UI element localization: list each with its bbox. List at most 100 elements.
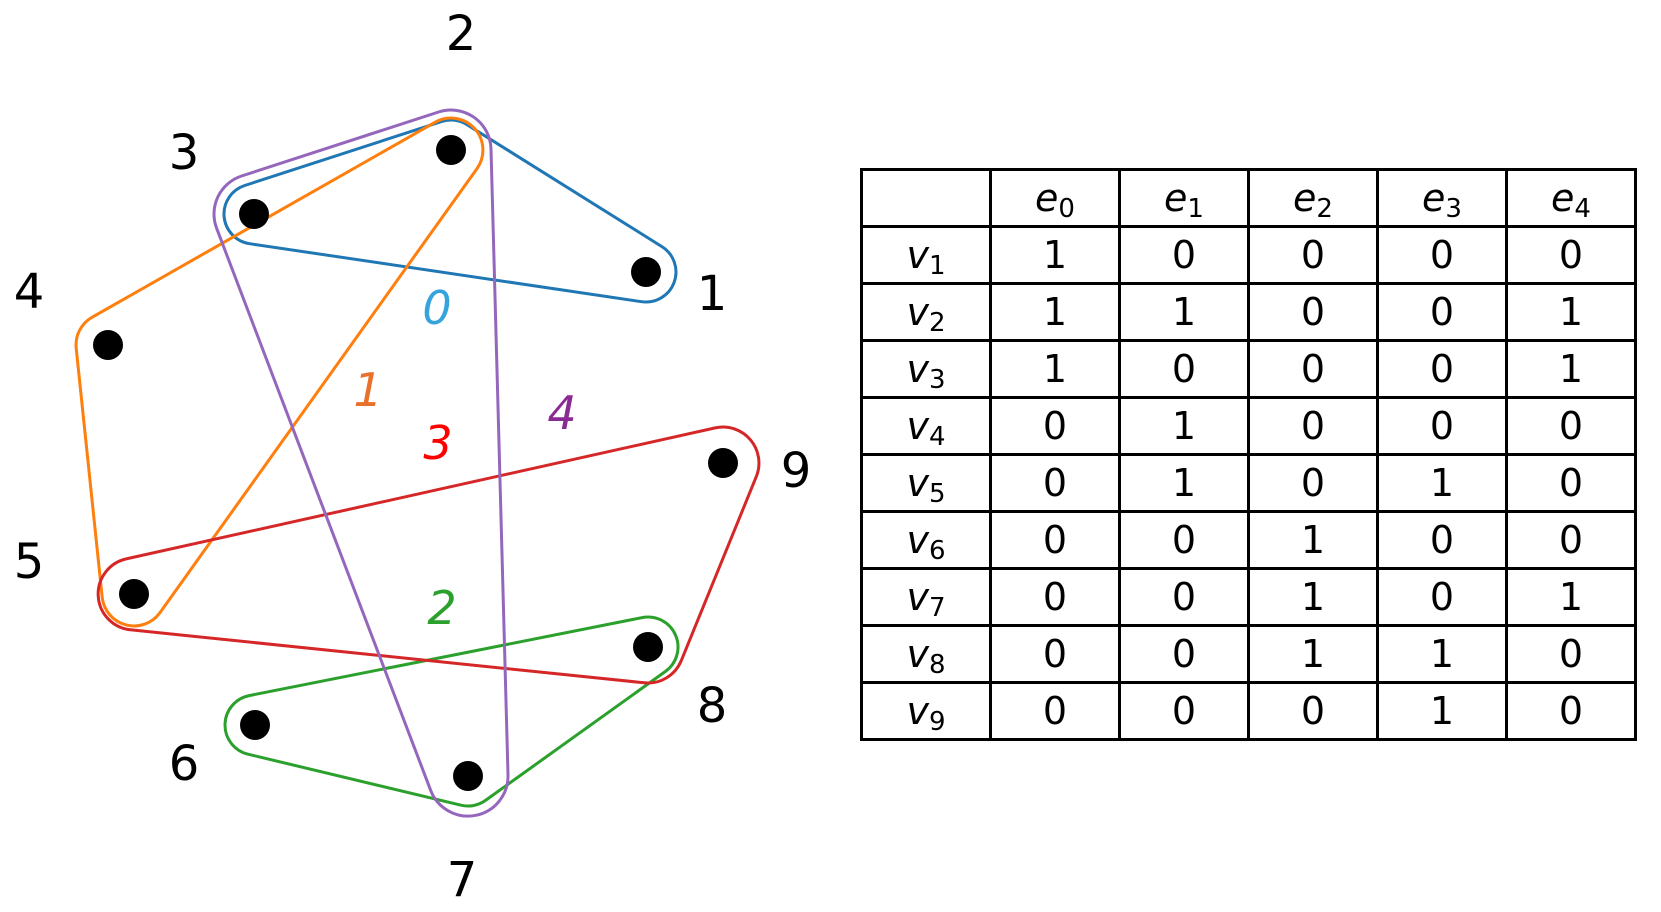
incidence-cell-v9-e0: 0: [989, 681, 1121, 741]
incidence-cell-v2-e0: 1: [989, 282, 1121, 342]
incidence-cell-v4-e3: 0: [1376, 396, 1508, 456]
hyperedge-2-outline: [223, 615, 680, 808]
row-header-v8-symbol: v8: [906, 632, 946, 680]
incidence-cell-v2-e2: 0: [1247, 282, 1379, 342]
row-header-v1-symbol: v1: [906, 233, 946, 281]
incidence-cell-v5-e4: 0: [1505, 453, 1637, 513]
row-header-v9: v9: [860, 681, 992, 741]
column-header-e4: e4: [1505, 168, 1637, 228]
incidence-cell-v9-e2: 0: [1247, 681, 1379, 741]
row-header-v9-symbol: v9: [906, 689, 946, 737]
vertex-8-label: 8: [697, 678, 728, 734]
incidence-cell-v4-e2: 0: [1247, 396, 1379, 456]
row-header-v3-symbol: v3: [906, 347, 946, 395]
incidence-cell-v2-e4: 1: [1505, 282, 1637, 342]
incidence-cell-v8-e3: 1: [1376, 624, 1508, 684]
row-header-v7-symbol: v7: [906, 575, 946, 623]
incidence-cell-v3-e3: 0: [1376, 339, 1508, 399]
incidence-cell-v6-e4: 0: [1505, 510, 1637, 570]
incidence-cell-v8-e4: 0: [1505, 624, 1637, 684]
hyperedge-4-label: 4: [547, 386, 576, 440]
incidence-cell-v6-e1: 0: [1118, 510, 1250, 570]
incidence-cell-v4-e4: 0: [1505, 396, 1637, 456]
row-header-v4-symbol: v4: [906, 404, 946, 452]
vertex-1-label: 1: [697, 266, 728, 322]
vertex-3-label: 3: [169, 125, 200, 181]
hyperedge-2-label: 2: [427, 581, 456, 635]
incidence-cell-v5-e3: 1: [1376, 453, 1508, 513]
vertex-6-dot: [240, 710, 270, 740]
incidence-cell-v7-e3: 0: [1376, 567, 1508, 627]
incidence-cell-v7-e1: 0: [1118, 567, 1250, 627]
row-header-v2: v2: [860, 282, 992, 342]
vertex-2-dot: [436, 135, 466, 165]
incidence-cell-v6-e3: 0: [1376, 510, 1508, 570]
incidence-cell-v4-e1: 1: [1118, 396, 1250, 456]
vertex-1-dot: [631, 257, 661, 287]
incidence-cell-v4-e0: 0: [989, 396, 1121, 456]
incidence-cell-v6-e2: 1: [1247, 510, 1379, 570]
incidence-cell-v5-e2: 0: [1247, 453, 1379, 513]
row-header-v3: v3: [860, 339, 992, 399]
hyperedge-1-label: 1: [353, 363, 382, 417]
row-header-v4: v4: [860, 396, 992, 456]
incidence-cell-v1-e0: 1: [989, 225, 1121, 285]
table-header-row: e0 e1 e2 e3 e4: [860, 168, 1637, 228]
incidence-cell-v8-e2: 1: [1247, 624, 1379, 684]
incidence-cell-v2-e3: 0: [1376, 282, 1508, 342]
vertex-4-dot: [93, 330, 123, 360]
incidence-cell-v3-e0: 1: [989, 339, 1121, 399]
incidence-cell-v3-e1: 0: [1118, 339, 1250, 399]
incidence-cell-v1-e2: 0: [1247, 225, 1379, 285]
vertex-8-dot: [633, 632, 663, 662]
row-header-v8: v8: [860, 624, 992, 684]
vertex-7-dot: [453, 761, 483, 791]
column-header-e1-symbol: e1: [1164, 176, 1204, 224]
incidence-cell-v8-e1: 0: [1118, 624, 1250, 684]
incidence-cell-v5-e0: 0: [989, 453, 1121, 513]
table-corner-cell: [860, 168, 992, 228]
vertex-5-label: 5: [14, 534, 45, 590]
incidence-cell-v5-e1: 1: [1118, 453, 1250, 513]
vertex-9-label: 9: [781, 443, 812, 499]
incidence-cell-v1-e3: 0: [1376, 225, 1508, 285]
incidence-cell-v8-e0: 0: [989, 624, 1121, 684]
incidence-cell-v1-e1: 0: [1118, 225, 1250, 285]
hyperedge-3-outline: [96, 425, 761, 685]
column-header-e3: e3: [1376, 168, 1508, 228]
incidence-cell-v7-e4: 1: [1505, 567, 1637, 627]
row-header-v6: v6: [860, 510, 992, 570]
hyperedges: [74, 108, 761, 818]
incidence-cell-v3-e2: 0: [1247, 339, 1379, 399]
hyperedge-4-outline: [212, 108, 510, 818]
hyperedge-1-outline: [74, 116, 485, 628]
hyperedge-labels: 01 2 3 4: [353, 281, 576, 635]
column-header-e0: e0: [989, 168, 1121, 228]
hyperedge-0-outline: [222, 118, 678, 304]
column-header-e1: e1: [1118, 168, 1250, 228]
incidence-cell-v9-e3: 1: [1376, 681, 1508, 741]
hyperedge-0-label: 0: [422, 281, 451, 335]
hyperedge-3-label: 3: [423, 416, 452, 470]
column-header-e4-symbol: e4: [1551, 176, 1591, 224]
column-header-e3-symbol: e3: [1422, 176, 1462, 224]
vertex-6-label: 6: [169, 736, 200, 792]
vertex-4-label: 4: [14, 264, 45, 320]
incidence-cell-v1-e4: 0: [1505, 225, 1637, 285]
row-header-v5-symbol: v5: [906, 461, 946, 509]
vertex-3-dot: [239, 199, 269, 229]
column-header-e2: e2: [1247, 168, 1379, 228]
vertex-2-label: 2: [446, 6, 477, 62]
incidence-cell-v7-e0: 0: [989, 567, 1121, 627]
